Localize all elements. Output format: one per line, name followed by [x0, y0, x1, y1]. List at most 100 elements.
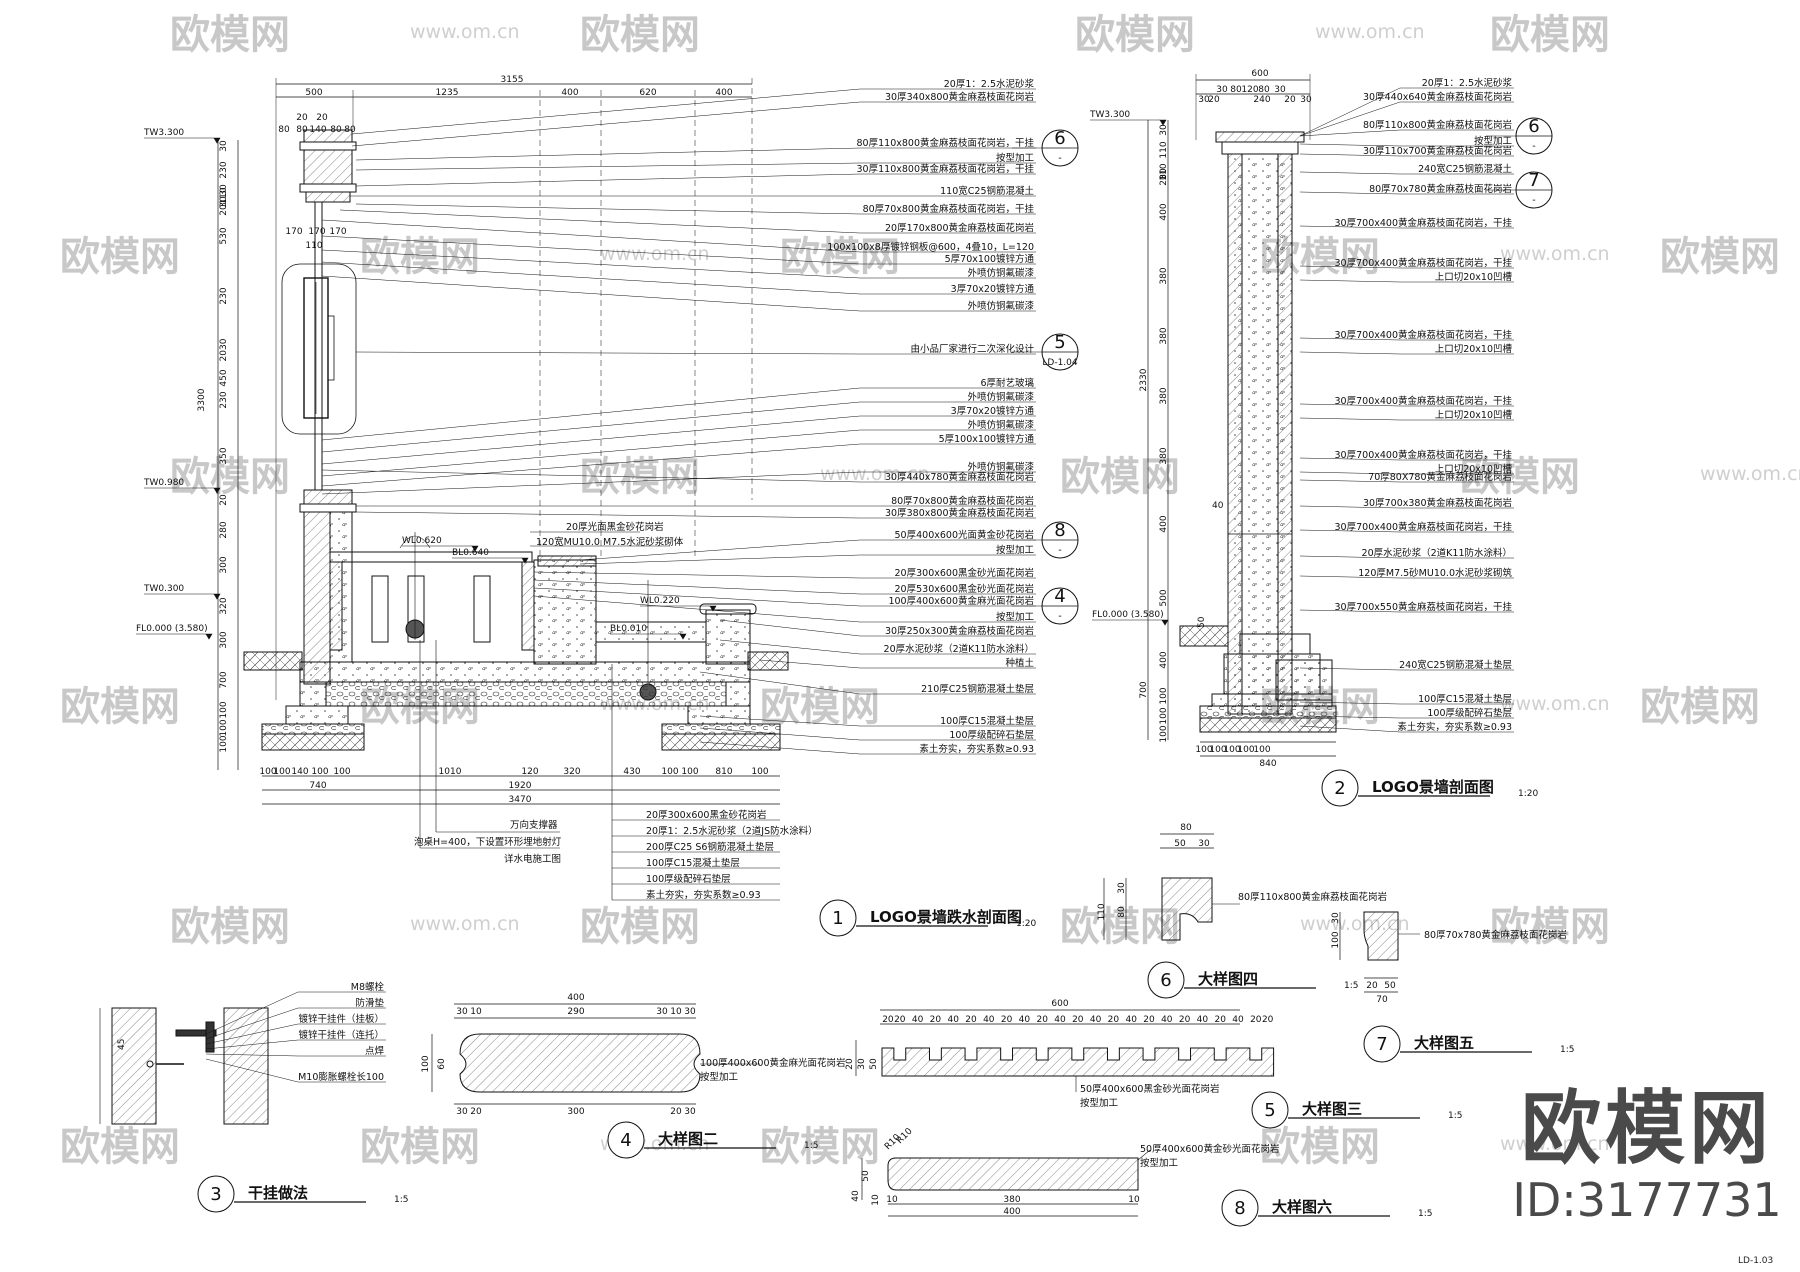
dim-top-sub: 40 — [912, 1015, 924, 1025]
drawing-title: 大样图六 — [1272, 1198, 1332, 1216]
dim-bottom: 430 — [623, 767, 640, 777]
callout-sec2: 20厚1：2.5水泥砂浆 — [1422, 77, 1513, 89]
reference-sheet: LD-1.04 — [1042, 358, 1078, 368]
dim-top-sub: 30 — [684, 1007, 696, 1017]
watermark: 欧模网 — [780, 234, 900, 280]
drawing-number: 2 — [1334, 778, 1345, 799]
dim-left: 100 — [1159, 687, 1169, 704]
dim-d3: 45 — [117, 1039, 127, 1050]
dim-left: 380 — [1159, 327, 1169, 344]
callout-bottom: 20厚300x600黑金砂花岗岩 — [646, 809, 766, 821]
dim-bottom: 100 — [273, 767, 290, 777]
level-marker-icon — [1161, 619, 1169, 626]
callout-sec2: 30厚700x400黄金麻荔枝面花岗岩，干挂 — [1335, 329, 1513, 341]
callout-sec1: 100x100x8厚镀锌钢板@600，4叠10，L=120 — [827, 241, 1034, 253]
dim-top-sub: 30 — [1198, 839, 1210, 849]
dim-bottom: 10 — [886, 1195, 898, 1205]
dim-top: 1235 — [436, 88, 459, 98]
leader-line — [321, 275, 861, 312]
drawing-title: 干挂做法 — [248, 1184, 308, 1202]
leader-line — [355, 173, 861, 187]
dim-top-sub: 240 — [1253, 95, 1270, 105]
dim-bottom: 3470 — [509, 795, 532, 805]
drawing-title: LOGO景墙跌水剖面图 — [870, 908, 1022, 926]
dim-top-sub: 10 — [670, 1007, 682, 1017]
detail-7-profile — [1339, 911, 1420, 993]
dim-top-sub: 80 — [330, 125, 342, 135]
level-mark: TW3.300 — [1089, 110, 1130, 120]
drawing-scale: 1:5 — [1418, 1209, 1432, 1219]
dim-left: 110 — [1159, 163, 1169, 180]
callout-sec1: 100厚C15混凝土垫层 — [940, 715, 1034, 727]
callout-d3: 防滑垫 — [355, 997, 384, 1009]
drawing-number: 5 — [1264, 1100, 1275, 1121]
callout-d3: 镀锌干挂件（连托） — [298, 1029, 384, 1041]
dim-top-sub: 20 — [930, 1015, 942, 1025]
detail-reference: 6- — [1486, 116, 1553, 155]
callout-sec2: 素土夯实，夯实系数≥0.93 — [1397, 721, 1512, 733]
leader-line — [321, 219, 861, 253]
callout-sec2: 100厚C15混凝土垫层 — [1418, 693, 1512, 705]
callout-sec2: 上口切20x10凹槽 — [1435, 343, 1513, 355]
leader-line — [355, 203, 861, 215]
dim-left: 30 — [1331, 912, 1341, 924]
dim-top-sub: 20 — [965, 1015, 977, 1025]
watermark: 欧模网 — [1490, 12, 1610, 58]
dim-top-sub: 20 — [1036, 1015, 1048, 1025]
dim-bottom: 100 — [1209, 745, 1226, 755]
sheet-number: LD-1.03 — [1738, 1256, 1774, 1266]
dim-left: 50 — [869, 1058, 879, 1070]
leader-line — [759, 659, 861, 669]
watermark-logo: 欧模网 — [1640, 684, 1760, 730]
watermark-url: www.om.cn — [600, 243, 710, 265]
leader-line — [1299, 575, 1401, 579]
level-marker-icon — [679, 633, 687, 640]
dim-left: 30 — [1159, 168, 1169, 180]
leader-line — [579, 539, 861, 561]
watermark-logo: 欧模网 — [760, 684, 880, 730]
level-mark: TW0.300 — [143, 584, 184, 594]
dim-top-sub: 30 — [1274, 85, 1286, 95]
dim-top-sub: 40 — [1161, 1015, 1173, 1025]
callout-sec2: 30厚700x400黄金麻荔枝面花岗岩，干挂 — [1335, 521, 1513, 533]
callout-sec2: 20厚水泥砂浆（2道K11防水涂料） — [1362, 547, 1512, 559]
dim-left: 60 — [437, 1058, 447, 1070]
callout-sec1: 3厚70x20镀锌方通 — [951, 405, 1035, 417]
callout-d5: 50厚400x600黑金砂光面花岗岩 — [1080, 1083, 1219, 1095]
section-2-logo-wall — [1147, 74, 1514, 757]
dim-left: 110 — [1159, 141, 1169, 158]
detail-6-profile — [1103, 833, 1240, 941]
dim-left: 500 — [1159, 589, 1169, 606]
watermark-logo: 欧模网 — [1490, 12, 1610, 58]
watermark-logo: 欧模网 — [580, 12, 700, 58]
dim-left: 100 — [1159, 725, 1169, 742]
dim-top-sub: 30 — [456, 1007, 468, 1017]
detail-reference: 8- — [1012, 520, 1079, 559]
watermark-logo: 欧模网 — [170, 904, 290, 950]
callout-sec1: 5厚70x100镀锌方通 — [945, 253, 1035, 265]
callout-sec1: 20厚530x600黑金砂光面花岗岩 — [895, 583, 1034, 595]
drawing-number: 8 — [1234, 1198, 1245, 1219]
level-mark: WL0.620 — [402, 536, 442, 546]
callout-sec1: 3厚70x20镀锌方通 — [951, 283, 1035, 295]
leader-line — [1299, 171, 1401, 175]
watermark-url: www.om.cn — [410, 913, 520, 935]
dim-left: 400 — [1159, 651, 1169, 668]
reference-number: 8 — [1054, 520, 1065, 541]
leader-line — [355, 351, 861, 355]
leader-line — [339, 209, 861, 234]
leader-line — [533, 579, 861, 595]
leader-line — [1299, 87, 1401, 137]
dim-bottom: 300 — [567, 1107, 584, 1117]
dim-top-sub: 10 — [470, 1007, 482, 1017]
callout-sec2: 80厚70x780黄金麻荔枝面花岗岩 — [1369, 183, 1512, 195]
callout-sec1: 外喷仿铜氟碳漆 — [967, 300, 1034, 312]
dim-bottom: 100 — [333, 767, 350, 777]
drawing-title: 大样图二 — [658, 1130, 718, 1148]
leader-line — [1299, 505, 1401, 509]
reference-sheet: - — [1532, 141, 1535, 152]
drawing-number: 7 — [1376, 1034, 1387, 1055]
leader-line — [321, 401, 861, 453]
